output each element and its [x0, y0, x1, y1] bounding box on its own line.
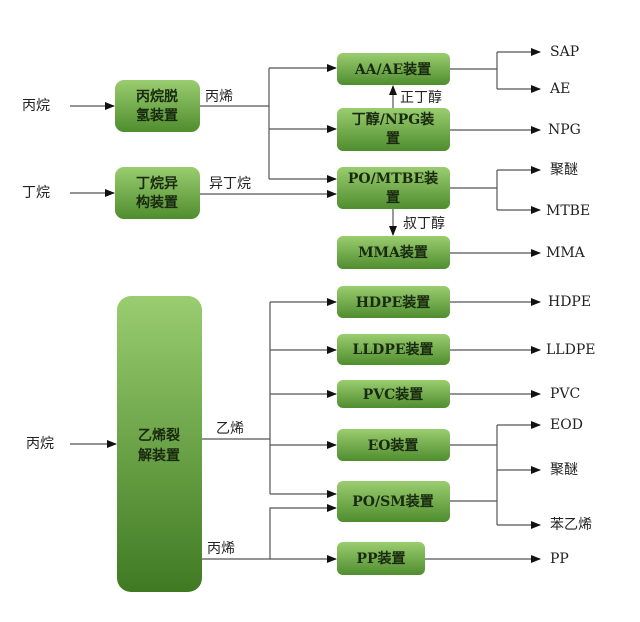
product-styrene: 苯乙烯 — [550, 516, 592, 533]
unit-hdpe: HDPE装置 — [337, 286, 450, 318]
stream-ethylene: 乙烯 — [216, 421, 244, 437]
input-propane: 丙烷 — [22, 98, 50, 114]
svg-text:丙烷脱: 丙烷脱 — [136, 88, 178, 105]
stream-propylene: 丙烯 — [205, 89, 233, 105]
product-pvc: PVC — [550, 386, 580, 402]
svg-text:置: 置 — [386, 130, 400, 147]
unit-mma: MMA装置 — [337, 236, 450, 269]
input-propane-cracker: 丙烷 — [26, 436, 54, 452]
unit-lldpe: LLDPE装置 — [337, 334, 450, 365]
svg-text:置: 置 — [386, 189, 400, 206]
product-polyether: 聚醚 — [550, 162, 578, 178]
unit-po-sm: PO/SM装置 — [337, 481, 450, 522]
svg-text:构装置: 构装置 — [136, 194, 178, 211]
unit-eo: EO装置 — [337, 429, 450, 461]
svg-text:EO装置: EO装置 — [368, 437, 419, 454]
input-butane: 丁烷 — [22, 185, 50, 201]
product-ae: AE — [549, 81, 570, 97]
unit-pp: PP装置 — [337, 542, 425, 575]
connectors — [70, 48, 541, 563]
svg-text:AA/AE装置: AA/AE装置 — [354, 61, 431, 78]
stream-isobutane: 异丁烷 — [209, 176, 251, 192]
stream-n-butanol: 正丁醇 — [400, 89, 442, 106]
svg-text:解装置: 解装置 — [138, 447, 180, 464]
svg-text:HDPE装置: HDPE装置 — [356, 294, 431, 311]
product-npg: NPG — [548, 122, 581, 138]
stream-propylene-cracker: 丙烯 — [207, 541, 235, 557]
unit-aa-ae: AA/AE装置 — [337, 53, 450, 85]
svg-text:LLDPE装置: LLDPE装置 — [352, 341, 433, 358]
svg-text:乙烯裂: 乙烯裂 — [138, 427, 180, 444]
svg-text:氢装置: 氢装置 — [136, 107, 178, 124]
svg-text:PVC装置: PVC装置 — [363, 386, 424, 403]
product-lldpe: LLDPE — [546, 342, 595, 358]
product-eod: EOD — [550, 417, 583, 433]
product-hdpe: HDPE — [548, 294, 591, 310]
product-sap: SAP — [550, 44, 579, 60]
unit-pvc: PVC装置 — [337, 380, 450, 408]
svg-text:丁醇/NPG装: 丁醇/NPG装 — [352, 111, 435, 128]
svg-text:MMA装置: MMA装置 — [358, 244, 428, 261]
product-mtbe: MTBE — [546, 203, 590, 219]
stream-t-butanol: 叔丁醇 — [403, 215, 445, 232]
svg-text:PO/MTBE装: PO/MTBE装 — [348, 170, 439, 187]
svg-text:丁烷异: 丁烷异 — [136, 175, 178, 192]
product-pp: PP — [550, 551, 569, 567]
svg-text:PO/SM装置: PO/SM装置 — [352, 493, 433, 510]
product-mma: MMA — [546, 245, 586, 261]
svg-text:PP装置: PP装置 — [356, 550, 405, 567]
product-polyether-2: 聚醚 — [550, 462, 578, 478]
